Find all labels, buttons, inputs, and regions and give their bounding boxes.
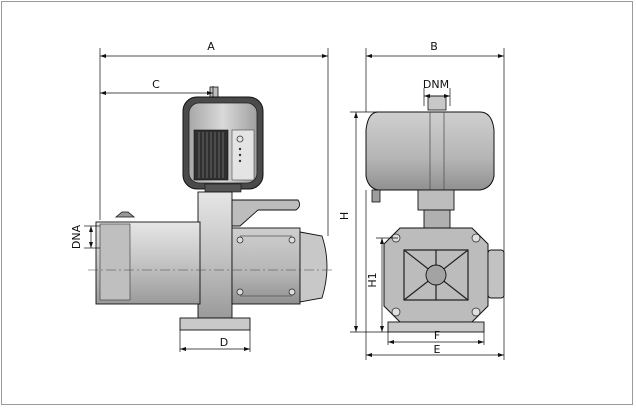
base-plate-front (387, 321, 485, 333)
motor-body (231, 227, 301, 305)
dim-label-d: D (220, 336, 228, 349)
motor-end-cap (299, 231, 328, 303)
dim-label-f: F (434, 329, 440, 342)
pump-column (197, 191, 233, 319)
dim-label-dna: DNA (70, 224, 83, 249)
dim-label-a: A (207, 40, 215, 53)
dimension-arrows (89, 54, 504, 357)
controller-side (182, 86, 264, 193)
dim-label-h: H (338, 212, 351, 220)
carry-handle (231, 199, 301, 227)
dim-label-b: B (430, 40, 438, 53)
dim-label-h1: H1 (366, 272, 379, 287)
side-view (88, 86, 335, 331)
dim-label-c: C (152, 78, 160, 91)
dimension-lines (84, 48, 505, 360)
front-view (365, 95, 505, 333)
base-foot-side (179, 317, 251, 331)
controller-front (365, 95, 495, 203)
dim-label-e: E (434, 343, 441, 356)
dim-label-dnm: DNM (423, 78, 449, 91)
